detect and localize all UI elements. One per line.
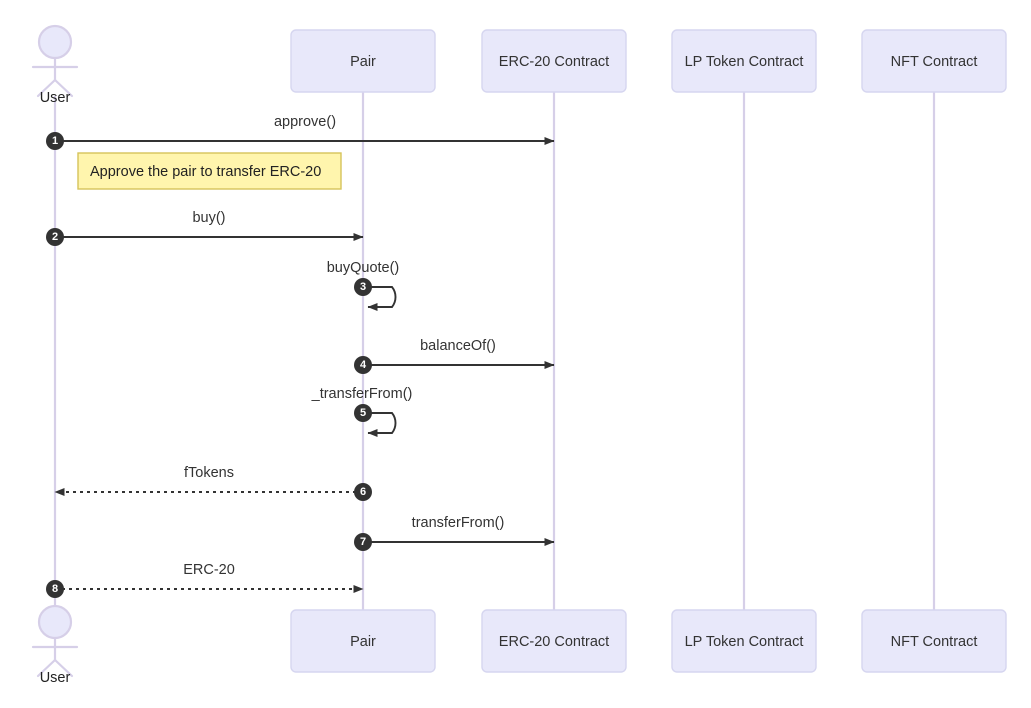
participant-box-lptoken-top[interactable] [671,29,817,93]
participant-lptoken-bottom[interactable]: LP Token Contract [671,609,817,673]
message-1-approve[interactable]: approve() 1 [46,114,555,150]
message-arrow-3[interactable] [363,286,397,311]
message-2-buy[interactable]: buy() 2 [46,210,364,246]
note-text: Approve the pair to transfer ERC-20 [90,164,321,180]
message-label-1: approve() [274,114,336,130]
actor-head-icon-bottom [37,604,73,640]
sequence-badge-7 [354,533,372,551]
participant-box-lptoken-bottom[interactable] [671,609,817,673]
message-5-transferfrom-internal[interactable]: _transferFrom() 5 [311,386,413,437]
participant-box-erc20-bottom[interactable] [481,609,627,673]
note-approve-pair[interactable]: Approve the pair to transfer ERC-20 [77,152,342,190]
participant-label-nft-bottom: NFT Contract [891,634,978,650]
message-6-ftokens[interactable]: fTokens 6 [54,465,372,501]
message-label-2: buy() [192,210,225,226]
participant-box-pair-top[interactable] [290,29,436,93]
message-label-8: ERC-20 [183,562,235,578]
sequence-badge-label-8: 8 [52,583,58,595]
participant-box-nft-bottom[interactable] [861,609,1007,673]
participant-label-nft-top: NFT Contract [891,54,978,70]
sequence-badge-label-5: 5 [360,407,366,419]
actor-head-icon [37,24,73,60]
sequence-badge-label-3: 3 [360,281,366,293]
note-box[interactable] [77,152,342,190]
message-label-3: buyQuote() [327,260,400,276]
participant-label-lptoken-bottom: LP Token Contract [685,634,804,650]
participant-label-lptoken-top: LP Token Contract [685,54,804,70]
sequence-badge-label-7: 7 [360,536,366,548]
actor-leg-right-icon-bottom [53,658,74,678]
message-7-transferfrom[interactable]: transferFrom() 7 [354,515,555,551]
actor-label-user-top: User [40,90,71,106]
sequence-badge-label-1: 1 [52,135,58,147]
sequence-badge-label-2: 2 [52,231,58,243]
message-label-5: _transferFrom() [311,386,413,402]
participant-pair-top[interactable]: Pair [290,29,436,93]
participant-erc20-top[interactable]: ERC-20 Contract [481,29,627,93]
participant-label-erc20-top: ERC-20 Contract [499,54,609,70]
message-label-4: balanceOf() [420,338,496,354]
sequence-badge-label-6: 6 [360,486,366,498]
sequence-badge-1 [46,132,64,150]
sequence-badge-2 [46,228,64,246]
participant-label-pair-bottom: Pair [350,634,376,650]
actor-leg-left-icon-bottom [36,658,57,678]
sequence-badge-label-4: 4 [360,359,367,371]
actor-user-top[interactable]: User [31,24,79,106]
sequence-badge-6 [354,483,372,501]
actor-leg-right-icon [53,78,74,98]
participant-box-erc20-top[interactable] [481,29,627,93]
participant-box-pair-bottom[interactable] [290,609,436,673]
participant-erc20-bottom[interactable]: ERC-20 Contract [481,609,627,673]
message-8-erc20[interactable]: ERC-20 8 [46,562,364,598]
message-4-balanceof[interactable]: balanceOf() 4 [354,338,555,374]
sequence-badge-4 [354,356,372,374]
actor-user-bottom[interactable]: User [31,604,79,686]
participant-nft-bottom[interactable]: NFT Contract [861,609,1007,673]
message-label-7: transferFrom() [412,515,505,531]
participant-box-nft-top[interactable] [861,29,1007,93]
actor-leg-left-icon [36,78,57,98]
sequence-badge-3 [354,278,372,296]
message-3-buyquote[interactable]: buyQuote() 3 [327,260,400,311]
participant-pair-bottom[interactable]: Pair [290,609,436,673]
participant-lptoken-top[interactable]: LP Token Contract [671,29,817,93]
actor-label-user-bottom: User [40,670,71,686]
participant-nft-top[interactable]: NFT Contract [861,29,1007,93]
message-arrow-5[interactable] [363,412,397,437]
sequence-badge-5 [354,404,372,422]
lifelines [53,92,936,612]
message-label-6: fTokens [184,465,234,481]
sequence-badge-8 [46,580,64,598]
participant-label-erc20-bottom: ERC-20 Contract [499,634,609,650]
participant-label-pair-top: Pair [350,54,376,70]
